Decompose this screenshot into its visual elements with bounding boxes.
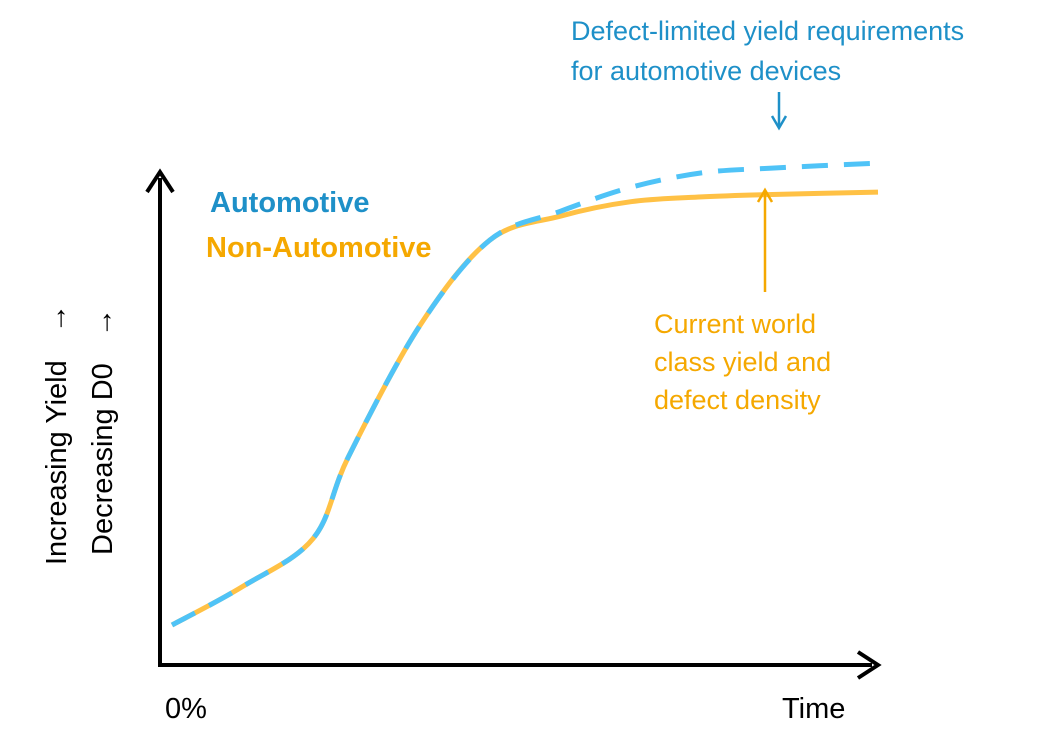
y-axis-label-yield: Increasing Yield [41, 360, 73, 565]
annotation-non-automotive-line-3: defect density [654, 385, 821, 415]
legend-label-automotive: Automotive [210, 187, 370, 219]
x-axis-label: Time [782, 693, 845, 725]
annotation-non-automotive-line-1: Current world [654, 309, 816, 339]
annotation-automotive-line-2: for automotive devices [571, 56, 841, 86]
x-tick-label-origin: 0% [165, 693, 207, 725]
y-axis-arrowhead [145, 168, 175, 194]
legend-label-non-automotive: Non-Automotive [206, 232, 432, 264]
annotation-automotive-arrowhead [770, 115, 788, 131]
x-axis-arrowhead [856, 650, 882, 680]
annotation-non-automotive-arrowhead [756, 187, 774, 203]
y-axis-label-yield-arrow: → [41, 304, 73, 333]
y-axis-label-d0: Decreasing D0 [87, 363, 119, 555]
series-line-automotive [170, 160, 879, 628]
annotation-non-automotive-line-2: class yield and [654, 347, 831, 377]
y-axis-label-d0-arrow: → [87, 308, 119, 337]
annotation-automotive-line-1: Defect-limited yield requirements [571, 16, 964, 46]
